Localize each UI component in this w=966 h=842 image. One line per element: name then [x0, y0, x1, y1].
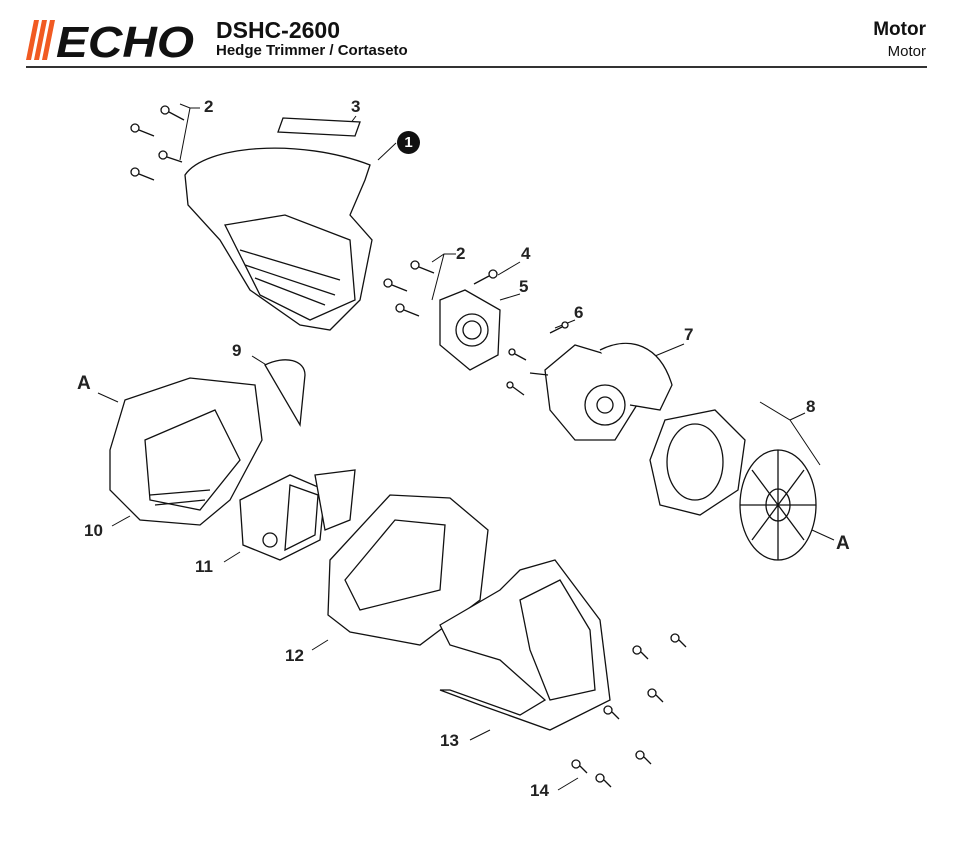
- part-8-fan-cover: [649, 409, 817, 561]
- screw: [595, 773, 612, 788]
- reference-a-left: A: [77, 373, 91, 394]
- part-9-insert: [264, 359, 306, 428]
- section-subtitle: Motor: [887, 43, 926, 60]
- part-1-motor-cover: [184, 147, 373, 331]
- callout-14: 14: [530, 781, 549, 800]
- part-3-label: [277, 117, 361, 137]
- screws: [130, 105, 687, 788]
- callout-2: 2: [204, 97, 214, 116]
- part-13-lower-cover: [439, 559, 611, 731]
- section-title: Motor: [873, 19, 926, 40]
- screw: [571, 759, 588, 774]
- callout-2: 2: [456, 244, 466, 263]
- screw: [383, 278, 408, 292]
- callout-13: 13: [440, 731, 459, 750]
- part-7-motor: [529, 342, 673, 441]
- header-divider: [26, 66, 927, 68]
- callout-8: 8: [806, 397, 816, 416]
- model-number: DSHC-2600: [216, 17, 340, 43]
- reference-a-right: A: [836, 533, 850, 554]
- screw: [506, 381, 525, 396]
- screw: [130, 167, 155, 181]
- screw: [410, 260, 435, 274]
- screw: [508, 348, 527, 361]
- screw: [635, 750, 652, 765]
- svg-text:ECHO: ECHO: [56, 20, 194, 60]
- echo-logo: ECHO: [26, 20, 194, 60]
- callout-11: 11: [195, 557, 213, 576]
- screw: [160, 105, 185, 121]
- callout-1: 1: [397, 131, 420, 154]
- callout-12: 12: [285, 646, 304, 665]
- part-11-controller: [239, 469, 356, 561]
- callout-10: 10: [84, 521, 103, 540]
- screw: [647, 688, 664, 703]
- screw: [473, 269, 498, 285]
- screw: [670, 633, 687, 648]
- screw: [603, 705, 620, 720]
- callout-9: 9: [232, 341, 242, 360]
- callout-5: 5: [519, 277, 529, 296]
- screw: [130, 123, 155, 137]
- product-subtitle: Hedge Trimmer / Cortaseto: [216, 42, 408, 59]
- screw: [158, 150, 183, 163]
- callout-4: 4: [521, 244, 531, 263]
- callout-7: 7: [684, 325, 694, 344]
- screw: [395, 303, 420, 317]
- callout-6: 6: [574, 303, 584, 322]
- screw: [549, 321, 569, 334]
- part-5-bearing-housing: [439, 289, 501, 371]
- screw: [632, 645, 649, 660]
- part-10-left-housing: [109, 377, 263, 526]
- part-12-center-housing: [327, 494, 489, 646]
- callout-3: 3: [351, 97, 361, 116]
